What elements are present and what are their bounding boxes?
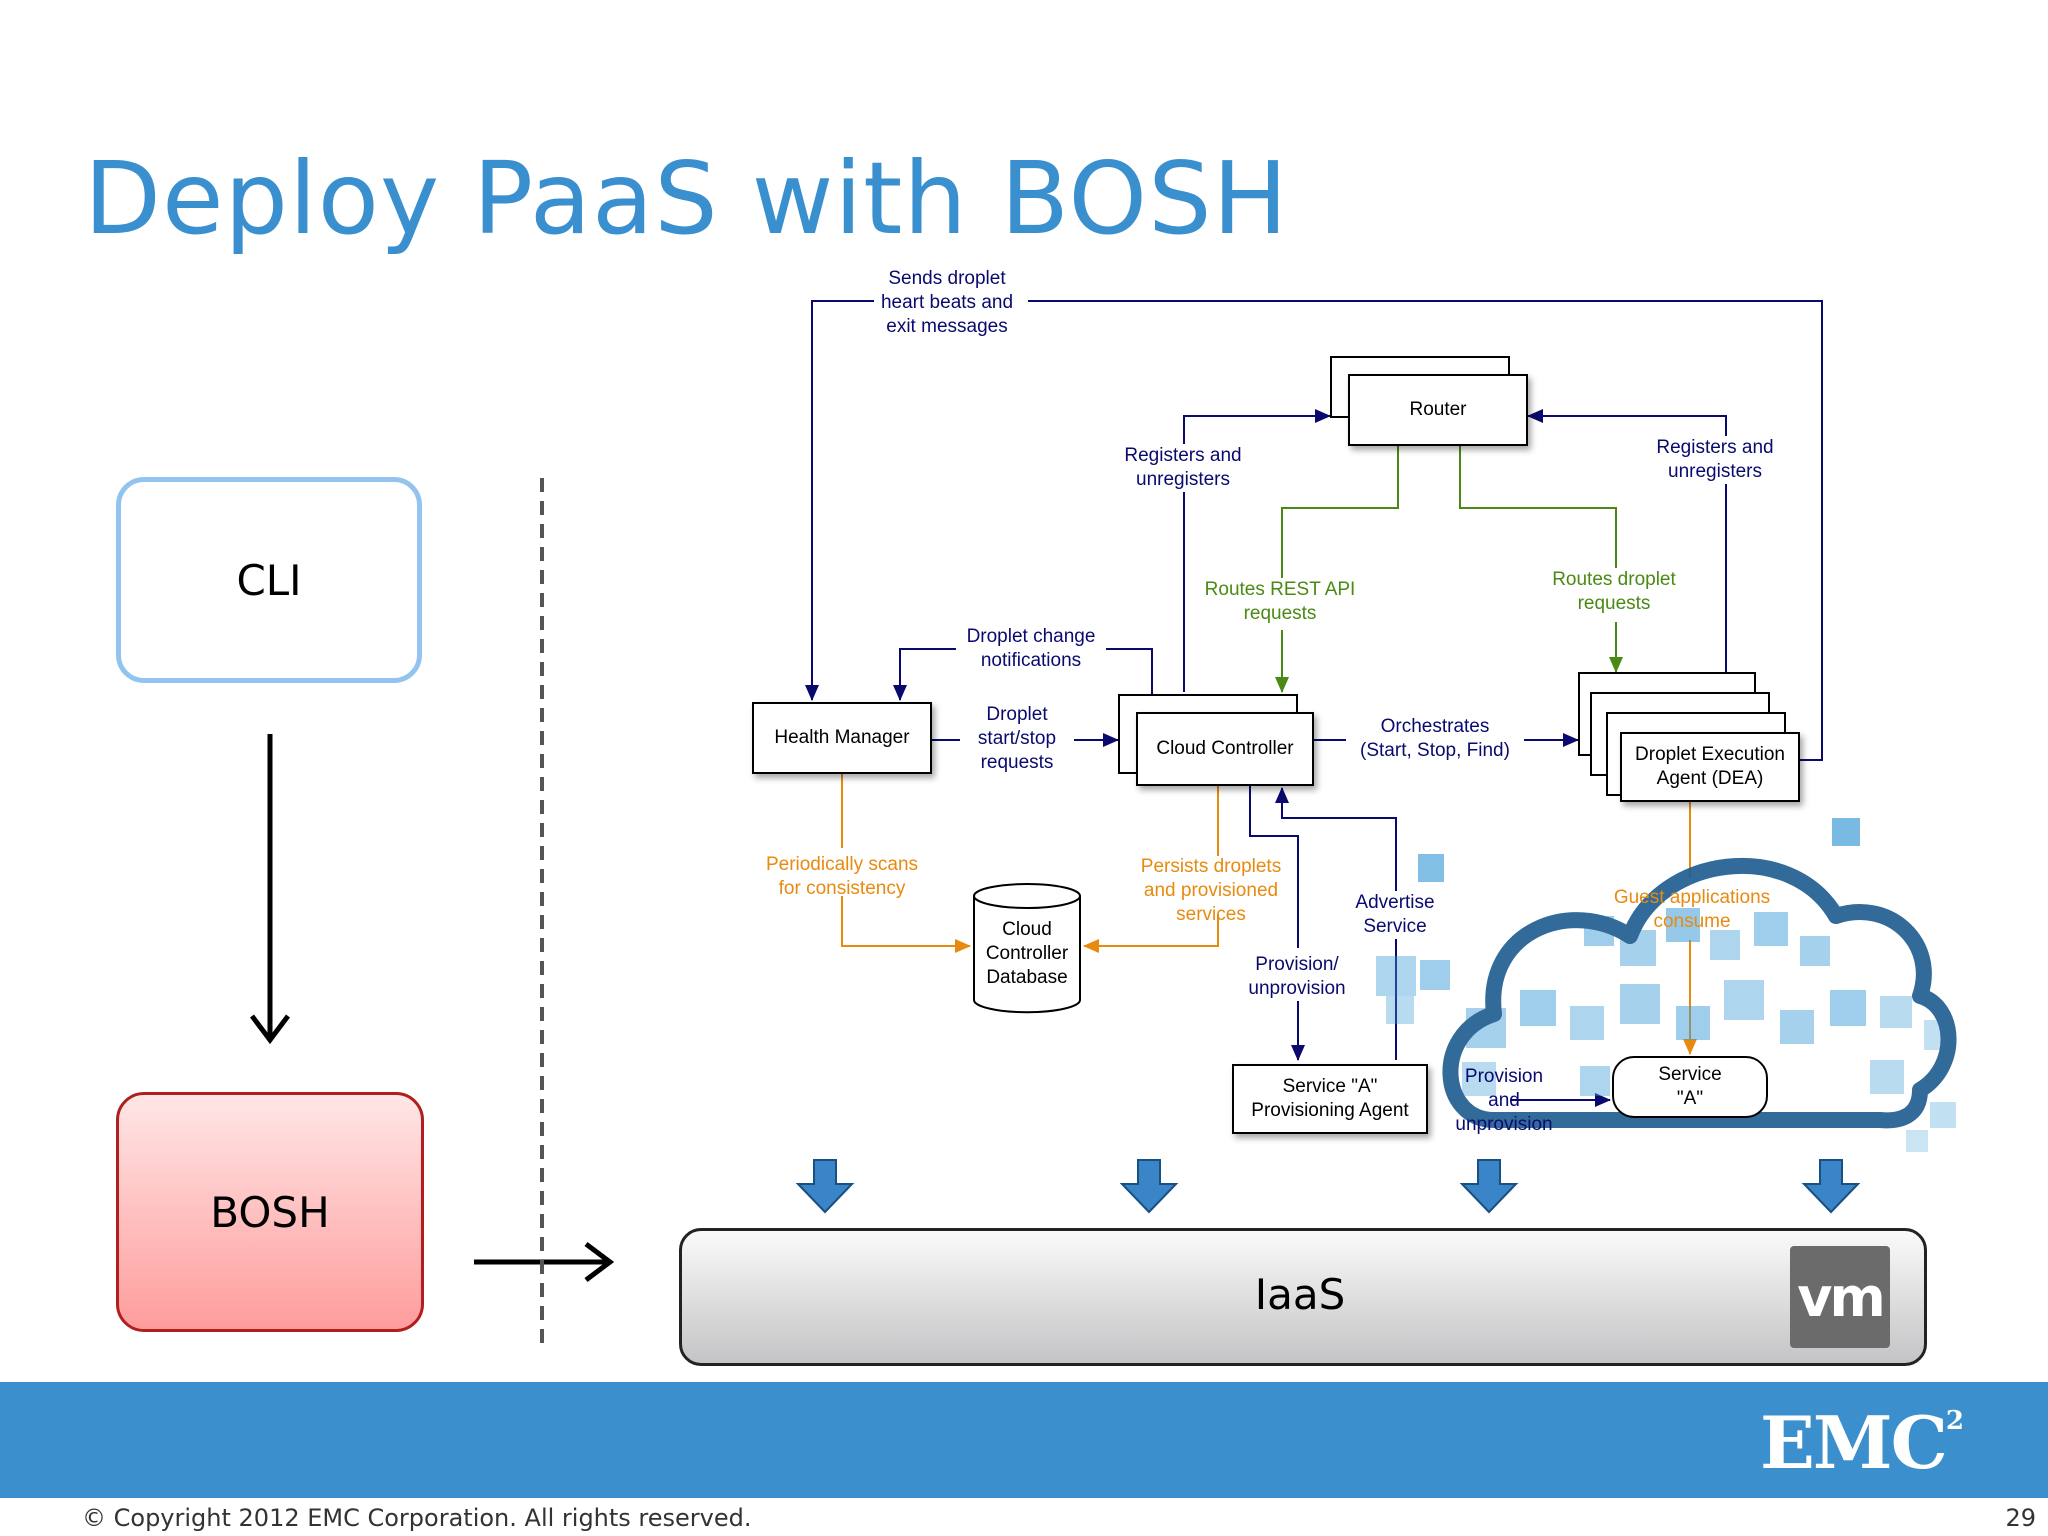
provision-service-label-3: unprovision bbox=[1455, 1114, 1553, 1135]
heartbeat-label-1: Sends droplet bbox=[888, 268, 1006, 289]
slide-title: Deploy PaaS with BOSH bbox=[84, 140, 1289, 257]
routes-rest-label-2: requests bbox=[1243, 603, 1317, 624]
database-label: Cloud Controller Database bbox=[974, 918, 1080, 990]
spa-label-1: Service "A" bbox=[1282, 1076, 1378, 1097]
database-label-1: Cloud bbox=[1002, 919, 1052, 940]
cli-label: CLI bbox=[236, 555, 302, 605]
guest-apps-label-2: consume bbox=[1653, 911, 1731, 932]
provision-unprovision-label-2: unprovision bbox=[1248, 978, 1346, 999]
advertise-label-1: Advertise bbox=[1355, 892, 1435, 913]
registers-left-label: Registers and unregisters bbox=[1108, 444, 1258, 492]
router-node: Router bbox=[1348, 374, 1528, 446]
cloud-controller-node: Cloud Controller bbox=[1136, 712, 1314, 786]
registers-right-label-2: unregisters bbox=[1668, 461, 1762, 482]
provision-unprovision-label-1: Provision/ bbox=[1255, 954, 1339, 975]
routes-rest-label-1: Routes REST API bbox=[1204, 579, 1356, 600]
droplet-change-label-2: notifications bbox=[980, 650, 1082, 671]
advertise-label-2: Service bbox=[1363, 916, 1427, 937]
routes-droplet-label: Routes droplet requests bbox=[1534, 568, 1694, 616]
bosh-box: BOSH bbox=[116, 1092, 424, 1332]
emc-logo-sup: 2 bbox=[1945, 1406, 1964, 1436]
persists-label-1: Persists droplets bbox=[1140, 856, 1282, 877]
navy-connectors bbox=[805, 300, 1823, 1107]
provision-service-label-1: Provision bbox=[1464, 1066, 1544, 1087]
iaas-bar bbox=[679, 1228, 1927, 1366]
start-stop-label: Droplet start/stop requests bbox=[960, 703, 1074, 775]
orchestrates-label-1: Orchestrates bbox=[1380, 716, 1490, 737]
cloud-controller-label: Cloud Controller bbox=[1156, 738, 1294, 759]
registers-right-label: Registers and unregisters bbox=[1640, 436, 1790, 484]
guest-apps-label-1: Guest applications bbox=[1613, 887, 1771, 908]
cli-box: CLI bbox=[116, 477, 422, 683]
orchestrates-label-2: (Start, Stop, Find) bbox=[1360, 740, 1510, 761]
health-manager-label: Health Manager bbox=[774, 727, 910, 748]
persists-label-3: services bbox=[1176, 904, 1246, 925]
scans-label-2: for consistency bbox=[778, 878, 906, 899]
database-label-2: Controller bbox=[985, 943, 1069, 964]
registers-left-label-2: unregisters bbox=[1136, 469, 1230, 490]
start-stop-label-3: requests bbox=[980, 752, 1054, 773]
down-arrows bbox=[795, 1159, 1861, 1214]
guest-apps-label: Guest applications consume bbox=[1592, 886, 1792, 934]
heartbeat-label-3: exit messages bbox=[886, 316, 1008, 337]
copyright-text: © Copyright 2012 EMC Corporation. All ri… bbox=[82, 1504, 752, 1532]
provision-service-label: Provision and unprovision bbox=[1444, 1065, 1564, 1137]
scans-label-1: Periodically scans bbox=[765, 854, 919, 875]
cloud-graphic bbox=[1376, 818, 1957, 1152]
persists-label: Persists droplets and provisioned servic… bbox=[1124, 855, 1298, 927]
scans-label: Periodically scans for consistency bbox=[752, 853, 932, 901]
heartbeat-label: Sends droplet heart beats and exit messa… bbox=[872, 267, 1022, 339]
dea-node: Droplet Execution Agent (DEA) bbox=[1620, 732, 1800, 802]
routes-rest-label: Routes REST API requests bbox=[1190, 578, 1370, 626]
routes-droplet-label-2: requests bbox=[1577, 593, 1651, 614]
bosh-label: BOSH bbox=[210, 1187, 330, 1237]
cli-to-bosh-arrow bbox=[250, 734, 290, 1045]
dea-label-1: Droplet Execution bbox=[1635, 744, 1785, 765]
iaas-label: IaaS bbox=[1254, 1270, 1346, 1319]
provision-unprovision-label: Provision/ unprovision bbox=[1230, 953, 1364, 1001]
green-connectors bbox=[1275, 446, 1623, 693]
service-a-node: Service "A" bbox=[1612, 1056, 1768, 1118]
registers-left-label-1: Registers and bbox=[1124, 445, 1242, 466]
service-a-label-1: Service bbox=[1658, 1064, 1722, 1085]
advertise-label: Advertise Service bbox=[1340, 891, 1450, 939]
droplet-change-label-1: Droplet change bbox=[966, 626, 1096, 647]
footer-band bbox=[0, 1382, 2048, 1498]
registers-right-label-1: Registers and bbox=[1656, 437, 1774, 458]
page-number: 29 bbox=[2005, 1504, 2036, 1532]
heartbeat-label-2: heart beats and bbox=[880, 292, 1014, 313]
routes-droplet-label-1: Routes droplet bbox=[1552, 569, 1676, 590]
service-provisioning-agent-node: Service "A" Provisioning Agent bbox=[1232, 1064, 1428, 1134]
health-manager-node: Health Manager bbox=[752, 702, 932, 774]
database-label-3: Database bbox=[986, 967, 1068, 988]
emc-logo: EMC2 bbox=[1760, 1400, 1964, 1485]
persists-label-2: and provisioned bbox=[1143, 880, 1279, 901]
router-label: Router bbox=[1409, 399, 1467, 420]
droplet-change-label: Droplet change notifications bbox=[956, 625, 1106, 673]
start-stop-label-2: start/stop bbox=[977, 728, 1057, 749]
emc-logo-text: EMC bbox=[1760, 1400, 1948, 1485]
orchestrates-label: Orchestrates (Start, Stop, Find) bbox=[1346, 715, 1524, 763]
provision-service-label-2: and bbox=[1488, 1090, 1520, 1111]
vmware-logo: vm bbox=[1790, 1246, 1890, 1348]
start-stop-label-1: Droplet bbox=[986, 704, 1048, 725]
orange-connectors bbox=[841, 772, 1697, 1055]
cloud-controller-database bbox=[973, 883, 1081, 1014]
dea-label-2: Agent (DEA) bbox=[1656, 768, 1764, 789]
service-a-label-2: "A" bbox=[1676, 1088, 1704, 1109]
spa-label-2: Provisioning Agent bbox=[1251, 1100, 1409, 1121]
